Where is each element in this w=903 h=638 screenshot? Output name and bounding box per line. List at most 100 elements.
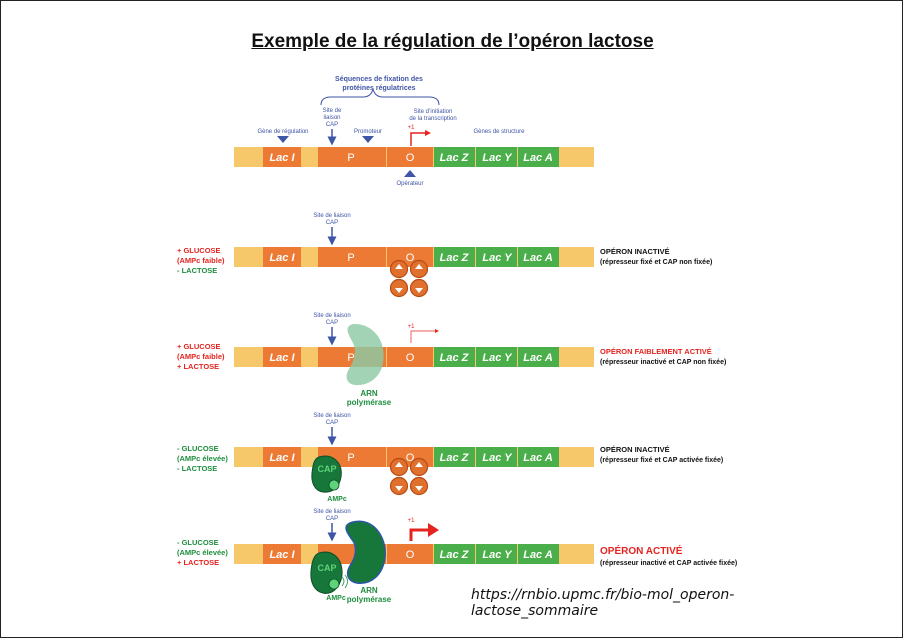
row2-lacy-label: Lac Y: [482, 352, 513, 364]
operateur-pointer-icon: [404, 170, 416, 177]
regulatory-brace: [320, 88, 440, 106]
row2-polymerase-icon: [346, 323, 384, 386]
row3-laci-label: Lac I: [269, 452, 295, 464]
row4-lactose: + LACTOSE: [177, 558, 219, 567]
row1-o-label: O: [406, 252, 415, 264]
row3-lactose: - LACTOSE: [177, 464, 217, 473]
row2-laca-label: Lac A: [523, 352, 553, 364]
sequences-label-1: Séquences de fixation des: [335, 76, 423, 83]
promoteur-pointer-icon: [362, 136, 374, 143]
row2-ampc: (AMPc faible): [177, 352, 225, 361]
row4-polymerase-icon: [345, 520, 386, 584]
row4-cap-protein-icon: [310, 551, 348, 594]
row2-lactose: + LACTOSE: [177, 362, 219, 371]
gene-regulation-pointer-icon: [277, 136, 289, 143]
gene-laca-label: Lac A: [523, 152, 553, 164]
gene-laci: [263, 147, 301, 167]
row1-detail: (répresseur fixé et CAP non fixée): [600, 259, 712, 266]
initiation-label-2: de la transcription: [409, 116, 456, 122]
cap-site-label-1: Site de: [323, 108, 342, 114]
row2-polymerase-label-2: polymérase: [347, 398, 392, 407]
row-3: Site de liaison CAP - GLUCOSE (AMPc élev…: [177, 413, 723, 503]
row3-state: OPÉRON INACTIVÉ: [600, 445, 670, 454]
row2-state: OPÉRON FAIBLEMENT ACTIVÉ: [600, 347, 712, 356]
operateur-label: Opérateur: [396, 181, 423, 187]
promoteur-label: Promoteur: [354, 129, 382, 135]
row4-glucose: - GLUCOSE: [177, 538, 219, 547]
row2-plus1: +1: [408, 324, 416, 330]
row3-detail: (répresseur fixé et CAP activée fixée): [600, 457, 723, 464]
row3-cap-site-label-1: Site de liaison: [313, 413, 350, 419]
row3-cap-site-label-2: CAP: [326, 420, 338, 426]
row4-cap-site-label-2: CAP: [326, 516, 338, 522]
row4-polymerase-label-1: ARN: [360, 586, 378, 595]
row2-lacz-label: Lac Z: [440, 352, 470, 364]
row3-o-label: O: [406, 452, 415, 464]
row2-glucose: + GLUCOSE: [177, 342, 221, 351]
row4-state: OPÉRON ACTIVÉ: [600, 544, 683, 557]
row3-ampc: (AMPc élevée): [177, 454, 228, 463]
row4-detail: (répresseur inactivé et CAP activée fixé…: [600, 560, 737, 567]
row1-lactose: - LACTOSE: [177, 266, 217, 275]
initiation-label-1: Site d’initiation: [414, 109, 453, 115]
row2-polymerase-label-1: ARN: [360, 389, 378, 398]
gene-regulation-label: Gène de régulation: [257, 129, 308, 135]
row4-polymerase-label-2: polymérase: [347, 595, 392, 604]
gene-lacz-label: Lac Z: [440, 152, 470, 164]
row2-p-label: P: [347, 352, 354, 364]
gene-laca: [518, 147, 559, 167]
row-1: Site de liaison CAP + GLUCOSE (AMPc faib…: [177, 213, 712, 298]
cap-site-label-3: CAP: [326, 122, 338, 128]
row1-state: OPÉRON INACTIVÉ: [600, 247, 670, 256]
source-link[interactable]: https://rnbio.upmc.fr/bio-mol_operon-lac…: [471, 587, 735, 619]
gene-lacy-label: Lac Y: [482, 152, 513, 164]
row3-cap-label: CAP: [317, 464, 336, 474]
row2-o-label: O: [406, 352, 415, 364]
row1-glucose: + GLUCOSE: [177, 246, 221, 255]
row4-laci-label: Lac I: [269, 549, 295, 561]
plus1-label: +1: [408, 125, 416, 131]
row4-interaction-icon: [341, 574, 348, 589]
row4-o-label: O: [406, 549, 415, 561]
row4-lacy-label: Lac Y: [482, 549, 513, 561]
gene-p-label: P: [347, 152, 354, 164]
row2-transcription-arrow-icon: [410, 330, 435, 343]
page-title: Exemple de la régulation de l’opéron lac…: [251, 31, 654, 52]
row1-lacz-label: Lac Z: [440, 252, 470, 264]
row1-cap-site-label-1: Site de liaison: [313, 213, 350, 219]
row3-laca-label: Lac A: [523, 452, 553, 464]
genes-structure-label: Gènes de structure: [473, 129, 525, 135]
row4-plus1: +1: [408, 518, 416, 524]
row3-p-label: P: [347, 452, 354, 464]
row4-ampc: (AMPc élevée): [177, 548, 228, 557]
row1-cap-site-label-2: CAP: [326, 220, 338, 226]
row3-lacy-label: Lac Y: [482, 452, 513, 464]
sequences-label-2: protéines régulatrices: [342, 85, 415, 92]
row4-transcription-arrow-icon: [409, 528, 429, 541]
row2-cap-site-label-1: Site de liaison: [313, 313, 350, 319]
gene-o-label: O: [406, 152, 415, 164]
row1-p-label: P: [347, 252, 354, 264]
row3-ampc-label: AMPc: [327, 496, 347, 503]
gene-lacz: [434, 147, 475, 167]
row1-lacy-label: Lac Y: [482, 252, 513, 264]
row4-cap-label: CAP: [317, 563, 336, 573]
row2-detail: (répresseur inactivé et CAP non fixée): [600, 359, 726, 366]
row4-laca-label: Lac A: [523, 549, 553, 561]
row1-repressor-icon: [389, 259, 429, 298]
row2-cap-site-label-2: CAP: [326, 320, 338, 326]
row3-glucose: - GLUCOSE: [177, 444, 219, 453]
row-4: Site de liaison CAP - GLUCOSE (AMPc élev…: [177, 509, 737, 604]
row1-laci-label: Lac I: [269, 252, 295, 264]
row3-lacz-label: Lac Z: [440, 452, 470, 464]
row3-repressor-icon: [389, 457, 429, 496]
gene-lacy: [476, 147, 517, 167]
row1-laca-label: Lac A: [523, 252, 553, 264]
row-2: Site de liaison CAP + GLUCOSE (AMPc faib…: [177, 313, 726, 407]
gene-laci-label: Lac I: [269, 152, 295, 164]
row4-lacz-label: Lac Z: [440, 549, 470, 561]
row4-cap-site-label-1: Site de liaison: [313, 509, 350, 515]
reference-operon: Séquences de fixation des protéines régu…: [234, 76, 594, 187]
